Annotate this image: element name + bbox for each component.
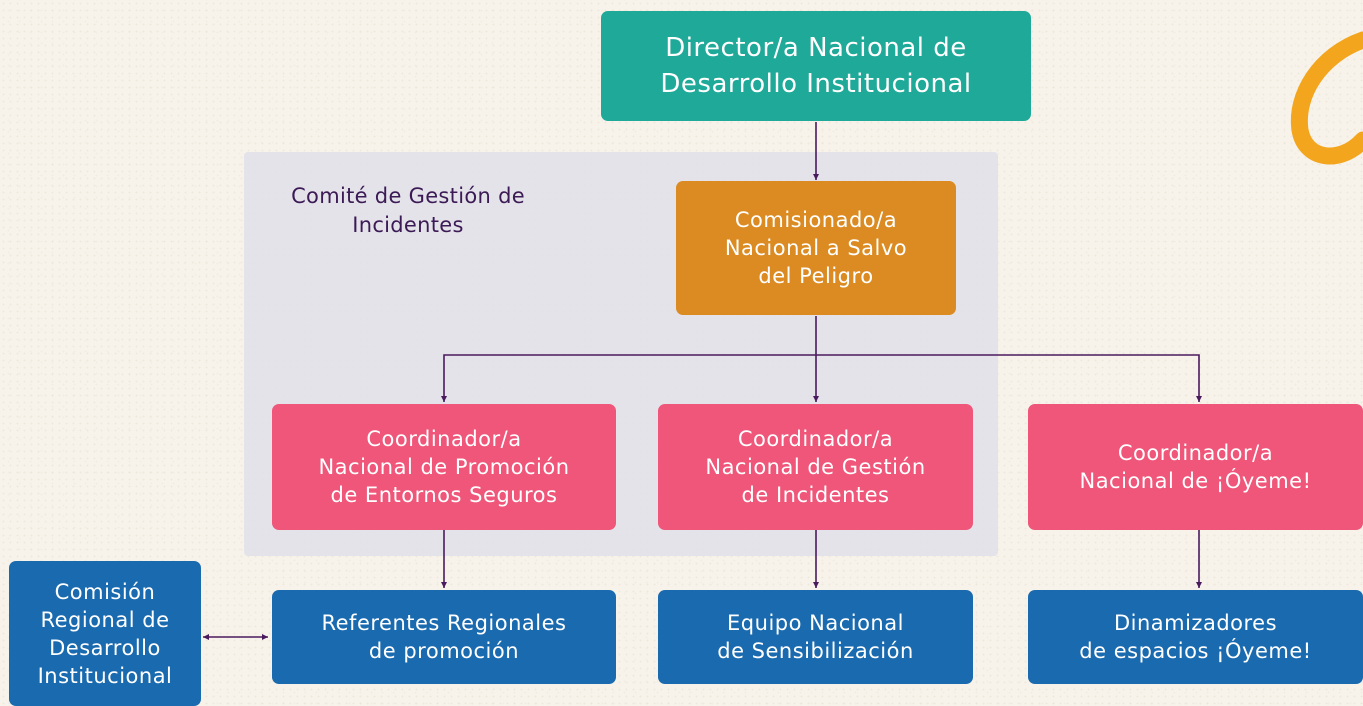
node-dinamizadores: Dinamizadores de espacios ¡Óyeme!: [1028, 590, 1363, 684]
committee-group-label: Comité de Gestión de Incidentes: [291, 184, 525, 237]
node-coord-promocion: Coordinador/a Nacional de Promoción de E…: [272, 404, 616, 530]
node-equipo: Equipo Nacional de Sensibilización: [658, 590, 973, 684]
edge-comisionado-coord-oyeme: [816, 354, 1202, 402]
node-referentes: Referentes Regionales de promoción: [272, 590, 616, 684]
node-comisionado: Comisionado/a Nacional a Salvo del Pelig…: [676, 181, 956, 315]
node-director: Director/a Nacional de Desarrollo Instit…: [601, 11, 1031, 121]
node-coord-oyeme: Coordinador/a Nacional de ¡Óyeme!: [1028, 404, 1363, 530]
edge-comisionado-coord-promocion: [441, 354, 816, 402]
node-comision-regional: Comisión Regional de Desarrollo Instituc…: [9, 561, 201, 706]
node-coord-gestion: Coordinador/a Nacional de Gestión de Inc…: [658, 404, 973, 530]
